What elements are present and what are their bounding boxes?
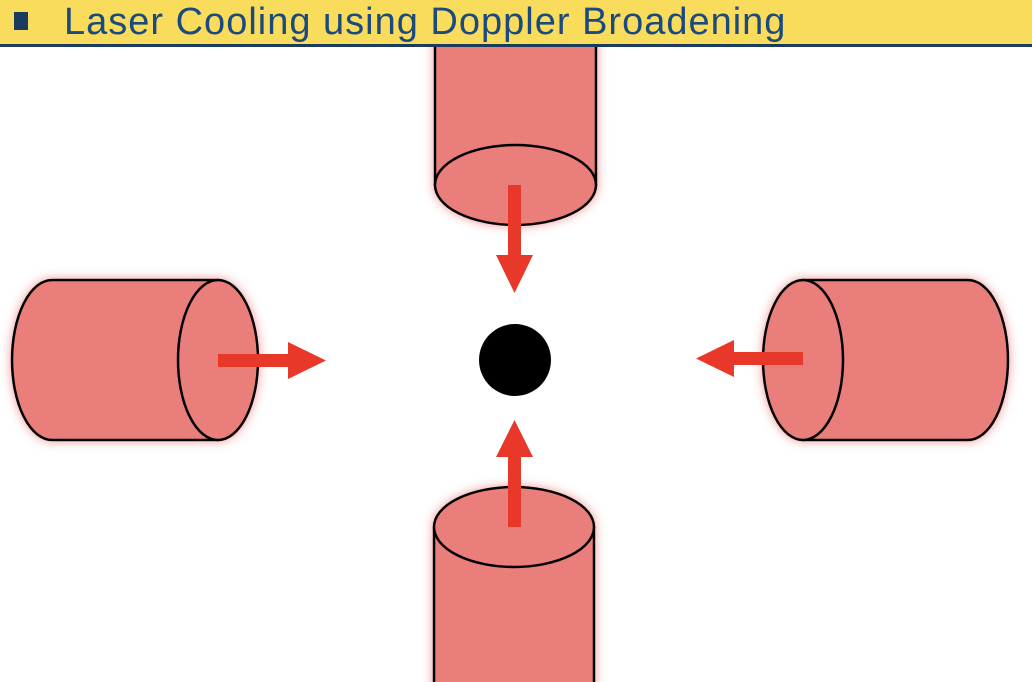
slide-title: Laser Cooling using Doppler Broadening: [64, 1, 787, 43]
arrow-right: [218, 342, 326, 379]
arrow-down: [496, 185, 533, 293]
atom-dot: [479, 324, 551, 396]
arrow-left: [696, 340, 803, 377]
laser-right: [761, 278, 1010, 442]
title-bar: Laser Cooling using Doppler Broadening: [0, 0, 1032, 47]
arrow-up: [496, 420, 533, 527]
title-bullet-icon: [14, 12, 28, 30]
